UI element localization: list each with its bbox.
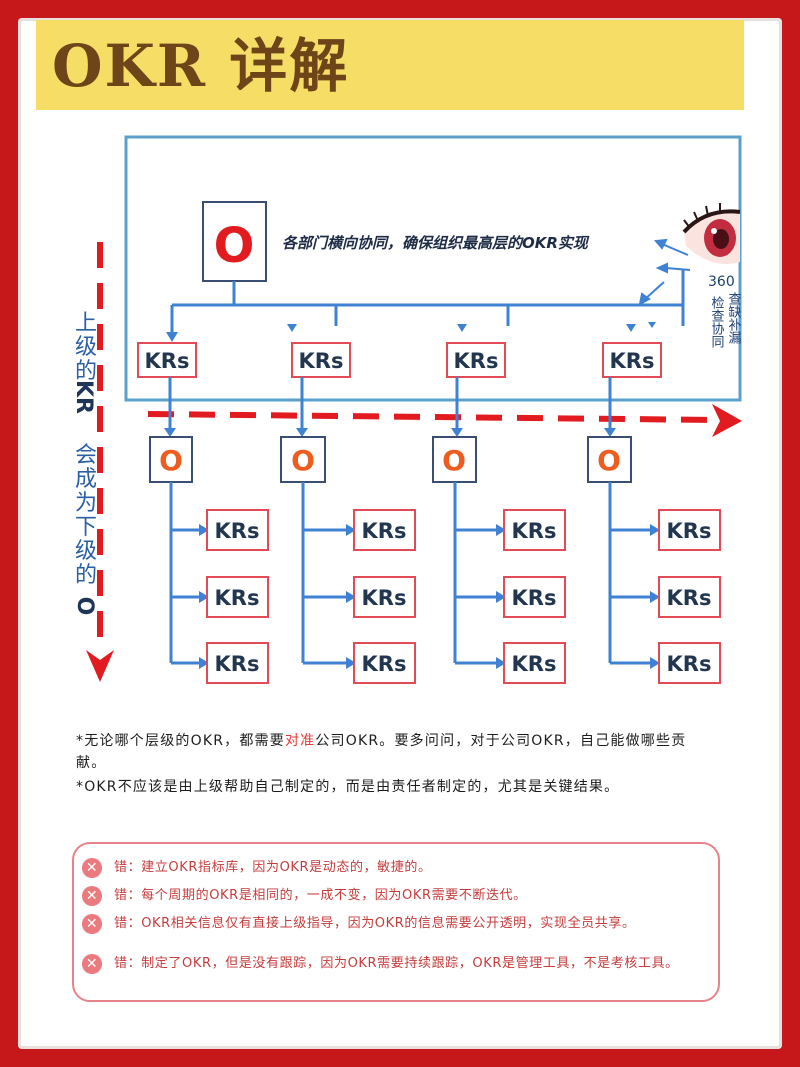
company-level-frame (124, 135, 742, 402)
close-icon: ✕ (82, 954, 102, 974)
svg-text:KRs: KRs (362, 519, 407, 543)
kr-label: KRs (454, 349, 499, 373)
svg-text:KRs: KRs (667, 586, 712, 610)
kr-box (602, 342, 662, 378)
svg-text:级: 级 (75, 539, 97, 564)
kr-box (137, 342, 197, 378)
svg-text:KR: KR (71, 380, 96, 414)
note-2: *OKR不应该是由上级帮助自己制定的，而是由责任者制定的，尤其是关键结果。 (76, 779, 620, 795)
cascade-horizontal-arrowhead (712, 404, 742, 437)
kr-label: KRs (299, 349, 344, 373)
note-1: *无论哪个层级的OKR，都需要对准公司OKR。要多问问，对于公司OKR，自己能做… (76, 733, 687, 771)
mistake-item-3: ✕ 错：OKR相关信息仅有直接上级指导，因为OKR的信息需要公开透明，实现全员共… (82, 914, 712, 934)
sub-objective-label: O (442, 444, 466, 477)
svg-text:的: 的 (75, 563, 97, 588)
eye-icon (682, 203, 741, 264)
svg-text:KRs: KRs (215, 586, 260, 610)
mistakes-panel: ✕ 错：建立OKR指标库，因为OKR是动态的，敏捷的。 ✕ 错：每个周期的OKR… (72, 842, 720, 1002)
top-objective-box (202, 201, 267, 282)
svg-text:O: O (72, 597, 97, 616)
svg-text:KRs: KRs (512, 586, 557, 610)
note-highlight: 对准 (284, 733, 316, 749)
svg-text:KRs: KRs (667, 519, 712, 543)
svg-text:KRs: KRs (362, 652, 407, 676)
sub-objective-label: O (291, 444, 315, 477)
top-objective-label: O (214, 218, 255, 274)
svg-text:KRs: KRs (215, 519, 260, 543)
top-caption: 各部门横向协同，确保组织最高层的OKR实现 (282, 234, 590, 252)
side-label-fill-gaps: 查缺补漏 (726, 292, 742, 344)
mistake-text: 错：制定了OKR，但是没有跟踪，因为OKR需要持续跟踪，OKR是管理工具，不是考… (114, 956, 679, 971)
svg-text:会: 会 (75, 443, 97, 468)
sub-objective-label: O (597, 444, 621, 477)
svg-text:为: 为 (75, 491, 97, 516)
notes-section: *无论哪个层级的OKR，都需要对准公司OKR。要多问问，对于公司OKR，自己能做… (76, 730, 716, 800)
kr-box (291, 342, 351, 378)
mistake-text: 错：建立OKR指标库，因为OKR是动态的，敏捷的。 (114, 860, 432, 875)
svg-text:KRs: KRs (362, 586, 407, 610)
kr-label: KRs (145, 349, 190, 373)
mistake-text: 错：OKR相关信息仅有直接上级指导，因为OKR的信息需要公开透明，实现全员共享。 (114, 916, 636, 931)
department-column-1: KRs O KRs KRs KRs (137, 342, 269, 684)
mistake-item-2: ✕ 错：每个周期的OKR是相同的，一成不变，因为OKR需要不断迭代。 (82, 886, 712, 906)
top-arrowheads (166, 322, 656, 342)
close-icon: ✕ (82, 858, 102, 878)
svg-text:KRs: KRs (667, 652, 712, 676)
side-label-inspect: 检查协同 (709, 296, 725, 348)
feedback-arrows (638, 238, 691, 306)
mistake-item-4: ✕ 错：制定了OKR，但是没有跟踪，因为OKR需要持续跟踪，OKR是管理工具，不… (82, 954, 712, 974)
kr-box (446, 342, 506, 378)
cascade-side-text: 上 级 的 KR 会 成 为 下 级 的 O (71, 311, 97, 615)
svg-text:上: 上 (75, 311, 97, 336)
svg-text:级: 级 (75, 335, 97, 360)
top-connectors (170, 270, 685, 334)
mistake-text: 错：每个周期的OKR是相同的，一成不变，因为OKR需要不断迭代。 (114, 888, 527, 903)
svg-text:成: 成 (75, 467, 97, 492)
svg-text:KRs: KRs (512, 652, 557, 676)
cascade-vertical-arrowhead (86, 650, 114, 682)
department-column-3: KRs O KRs KRs KRs (432, 342, 566, 684)
mistake-item-1: ✕ 错：建立OKR指标库，因为OKR是动态的，敏捷的。 (82, 858, 712, 878)
kr-label: KRs (610, 349, 655, 373)
svg-text:KRs: KRs (512, 519, 557, 543)
department-column-2: KRs O KRs KRs KRs (280, 342, 416, 684)
svg-text:下: 下 (75, 515, 97, 540)
label-360: 360 (708, 274, 735, 290)
svg-text:的: 的 (75, 359, 97, 384)
svg-text:KRs: KRs (215, 652, 260, 676)
sub-objective-box (432, 436, 477, 483)
page-title: OKR 详解 (52, 32, 350, 100)
sub-objective-label: O (159, 444, 183, 477)
sub-objective-box (280, 436, 326, 483)
title-banner (36, 20, 744, 110)
cascade-horizontal-arrow-line (147, 411, 719, 423)
close-icon: ✕ (82, 886, 102, 906)
close-icon: ✕ (82, 914, 102, 934)
department-column-4: KRs O KRs KRs KRs (587, 342, 721, 684)
